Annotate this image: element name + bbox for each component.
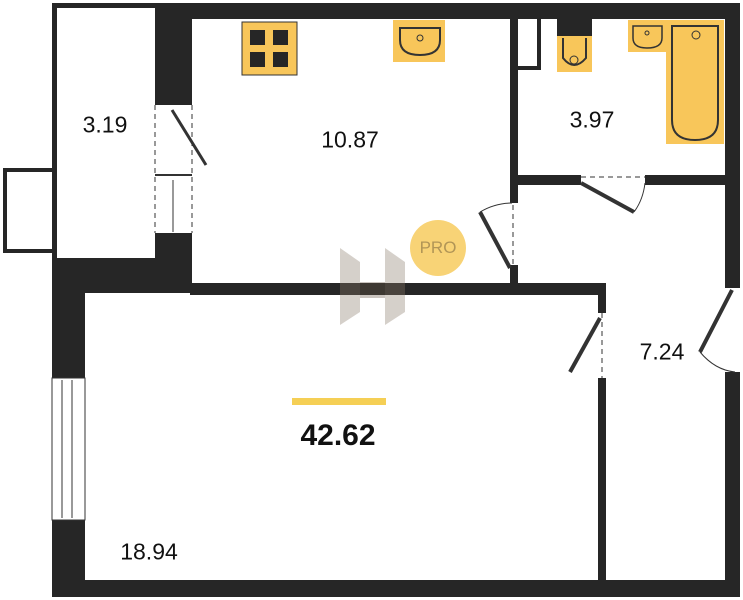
toilet-icon (557, 18, 592, 72)
bathroom-sink-icon (628, 20, 666, 52)
walls (3, 3, 740, 597)
total-area-bar (292, 398, 386, 405)
room-area-living-room: 18.94 (120, 538, 178, 565)
room-area-bathroom: 3.97 (569, 106, 615, 133)
stove-icon (241, 21, 298, 76)
pro-badge: PRO (410, 220, 466, 276)
kitchen-sink-icon (393, 20, 445, 62)
total-area: 42.62 (300, 419, 376, 452)
room-area-kitchen: 10.87 (321, 126, 379, 153)
room-area-hallway: 7.24 (639, 338, 685, 365)
logo-watermark (340, 248, 405, 325)
room-area-balcony: 3.19 (82, 111, 128, 138)
bathtub-icon (666, 20, 724, 144)
openings (51, 105, 736, 521)
